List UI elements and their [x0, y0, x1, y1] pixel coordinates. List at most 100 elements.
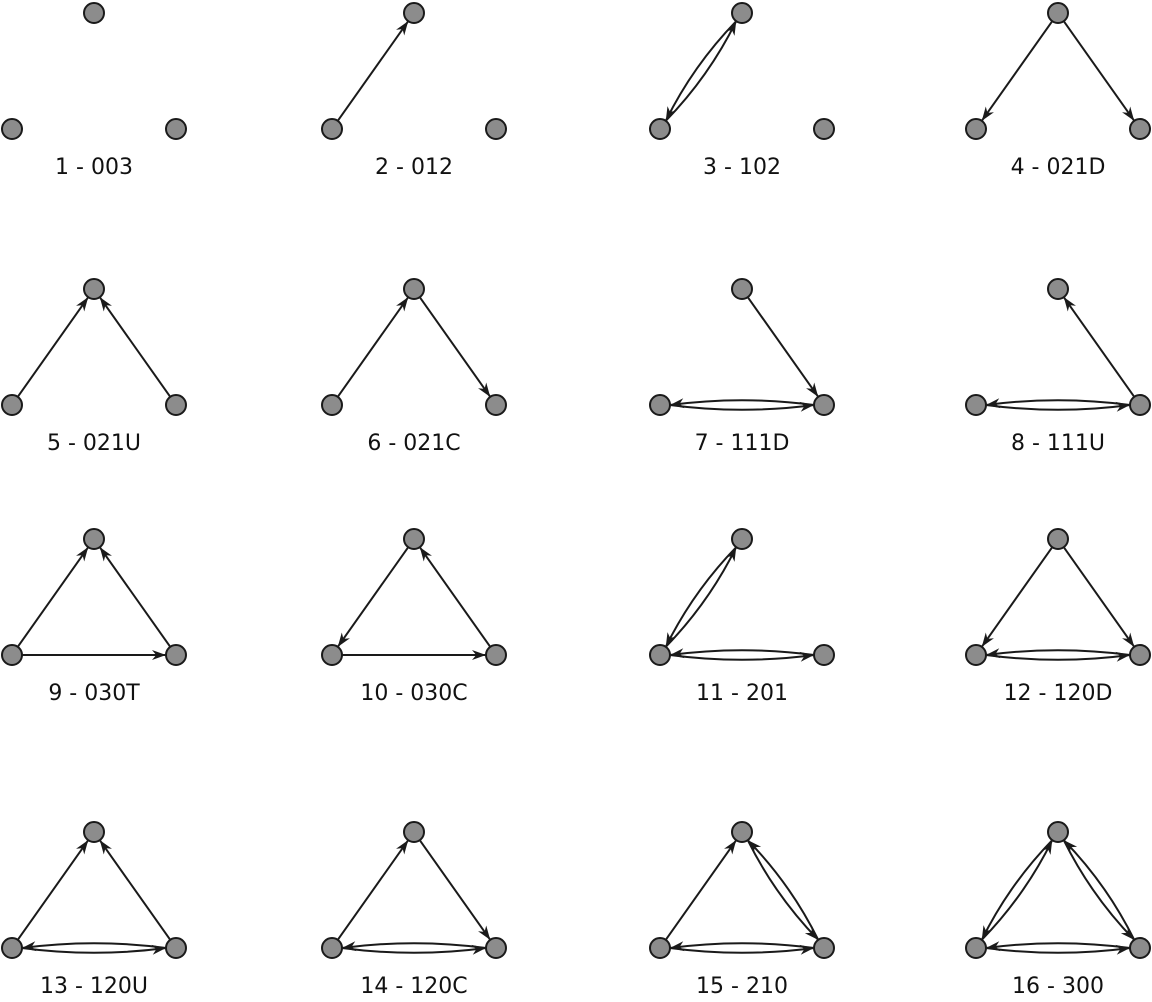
- edge-L-to-T: [665, 546, 738, 648]
- arrowhead-L-to-T: [396, 297, 409, 312]
- node-top: [83, 821, 105, 843]
- triad-label: 11 - 201: [696, 681, 788, 706]
- arrowhead-T-to-R: [478, 382, 491, 397]
- triad-label: 14 - 120C: [360, 974, 467, 999]
- triad-label: 10 - 030C: [360, 681, 467, 706]
- edge-L-to-T: [665, 20, 738, 122]
- edge-T-to-R: [418, 839, 492, 941]
- arrowhead-R-to-L: [22, 941, 37, 952]
- triad-13: 13 - 120U: [1, 821, 187, 999]
- node-left: [321, 118, 343, 140]
- node-top: [83, 2, 105, 24]
- node-right: [813, 937, 835, 959]
- edge-R-to-L: [669, 942, 815, 949]
- node-left: [649, 394, 671, 416]
- node-left: [1, 937, 23, 959]
- edge-L-to-R: [669, 654, 815, 661]
- arrowhead-T-to-R: [1122, 106, 1135, 121]
- node-right: [165, 644, 187, 666]
- edge-L-to-R: [985, 654, 1131, 661]
- triad-2: 2 - 012: [321, 2, 507, 180]
- arrowhead-T-to-L: [981, 925, 993, 940]
- arrowhead-R-to-T: [99, 547, 112, 562]
- edge-L-to-T: [336, 839, 410, 941]
- edge-T-to-L: [664, 546, 737, 648]
- arrowhead-R-to-T: [419, 547, 432, 562]
- arrowhead-R-to-T: [99, 840, 112, 855]
- node-left: [321, 644, 343, 666]
- edge-L-to-T: [16, 839, 90, 941]
- triad-label: 6 - 021C: [367, 431, 460, 456]
- edge-T-to-R: [418, 296, 492, 398]
- triad-10: 10 - 030C: [321, 528, 507, 706]
- edge-R-to-T: [98, 839, 172, 941]
- node-left: [1, 644, 23, 666]
- arrowhead-R-to-L: [986, 648, 1001, 659]
- edge-L-to-R: [669, 404, 815, 411]
- node-left: [321, 937, 343, 959]
- node-left: [1, 118, 23, 140]
- edge-T-to-R: [746, 839, 819, 941]
- triad-label: 2 - 012: [375, 155, 453, 180]
- node-top: [1047, 821, 1069, 843]
- edge-R-to-T: [1063, 839, 1136, 941]
- node-left: [649, 644, 671, 666]
- node-right: [1129, 937, 1151, 959]
- node-left: [965, 644, 987, 666]
- edge-T-to-L: [336, 546, 410, 648]
- edge-R-to-L: [341, 942, 487, 949]
- triad-6: 6 - 021C: [321, 278, 507, 456]
- node-top: [403, 2, 425, 24]
- triad-label: 9 - 030T: [48, 681, 140, 706]
- edge-R-to-T: [1062, 296, 1136, 398]
- arrowhead-R-to-L: [986, 398, 1001, 409]
- node-top: [403, 528, 425, 550]
- arrowhead-L-to-T: [76, 840, 89, 855]
- triad-label: 7 - 111D: [695, 431, 790, 456]
- edge-T-to-L: [980, 546, 1054, 648]
- triad-5: 5 - 021U: [1, 278, 187, 456]
- node-top: [731, 528, 753, 550]
- node-top: [1047, 278, 1069, 300]
- edge-R-to-L: [985, 942, 1131, 949]
- edge-L-to-R: [21, 947, 167, 954]
- node-top: [1047, 2, 1069, 24]
- edge-T-to-L: [664, 20, 737, 122]
- node-left: [321, 394, 343, 416]
- node-top: [83, 278, 105, 300]
- node-right: [165, 118, 187, 140]
- node-top: [403, 278, 425, 300]
- triad-14: 14 - 120C: [321, 821, 507, 999]
- node-top: [83, 528, 105, 550]
- arrowhead-L-to-T: [396, 21, 409, 36]
- arrowhead-L-to-T: [396, 840, 409, 855]
- node-right: [165, 937, 187, 959]
- edge-L-to-T: [336, 296, 410, 398]
- triad-4: 4 - 021D: [965, 2, 1151, 180]
- node-right: [485, 394, 507, 416]
- edge-L-to-R: [669, 947, 815, 954]
- edge-R-to-L: [669, 399, 815, 406]
- node-left: [649, 118, 671, 140]
- triad-label: 15 - 210: [696, 974, 788, 999]
- arrowhead-T-to-R: [1120, 926, 1135, 940]
- node-right: [1129, 118, 1151, 140]
- edge-R-to-T: [98, 546, 172, 648]
- triad-label: 12 - 120D: [1004, 681, 1113, 706]
- triad-16: 16 - 300: [965, 821, 1151, 999]
- node-left: [965, 394, 987, 416]
- node-top: [403, 821, 425, 843]
- triad-3: 3 - 102: [649, 2, 835, 180]
- arrowhead-R-to-L: [670, 398, 685, 409]
- edge-R-to-L: [985, 399, 1131, 406]
- node-left: [649, 937, 671, 959]
- node-left: [965, 937, 987, 959]
- triad-label: 1 - 003: [55, 155, 133, 180]
- arrowhead-T-to-L: [981, 632, 994, 647]
- triad-15: 15 - 210: [649, 821, 835, 999]
- edge-L-to-T: [981, 839, 1054, 941]
- edge-T-to-L: [980, 20, 1054, 122]
- edge-L-to-T: [336, 20, 410, 122]
- edge-L-to-T: [16, 546, 90, 648]
- triad-1: 1 - 003: [1, 2, 187, 180]
